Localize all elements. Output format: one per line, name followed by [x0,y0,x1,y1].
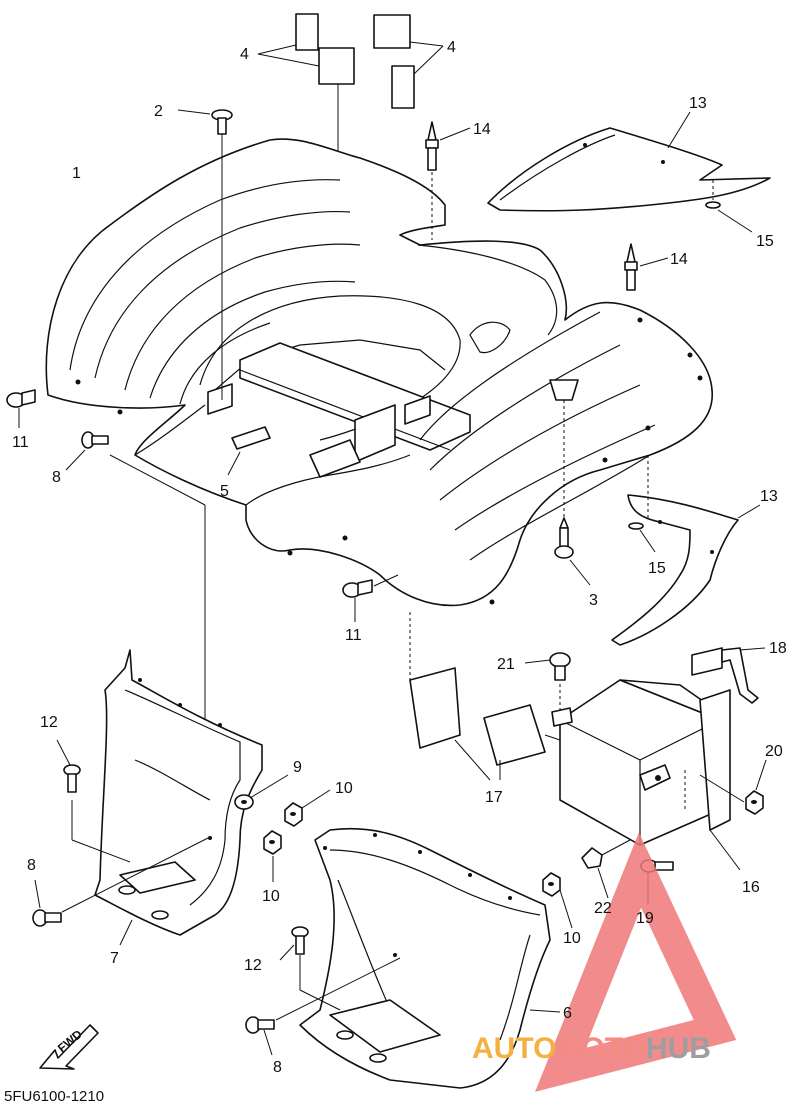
rivet-parts-14 [425,121,669,291]
callout-14a: 14 [473,121,491,138]
pad-parts-17 [409,612,561,781]
bracket-part-18 [691,647,766,704]
callout-5: 5 [220,483,229,500]
box-part-16 [551,679,741,871]
callout-11b: 11 [345,627,362,644]
callout-6: 6 [563,1005,572,1022]
callout-15b: 15 [648,560,666,577]
side-panel-part-6 [299,827,561,1089]
callout-11a: 11 [12,434,29,451]
clip-part-21 [524,652,571,712]
callout-8c: 8 [273,1059,282,1076]
callout-7: 7 [110,950,119,967]
callout-4b: 4 [447,39,456,56]
washer-nut-parts [234,774,573,929]
callout-18: 18 [769,640,787,657]
callout-17: 17 [485,789,503,806]
callout-3: 3 [589,592,598,609]
bolt-part-12-right [279,926,341,1011]
callout-16: 16 [742,879,760,896]
mud-flap-parts-13 [487,111,771,646]
side-panel-part-7 [94,649,263,946]
bolt-part-8-lower [245,957,401,1056]
callout-labels: 1 2 3 4 4 5 6 7 8 8 8 9 10 10 10 11 11 1… [12,39,787,1076]
fwd-arrow [39,1024,99,1070]
rear-fender-part-1 [45,138,713,607]
callout-12a: 12 [40,714,58,731]
watermark-text: AUTOMOTOHUB [472,1032,711,1065]
callout-4a: 4 [240,46,249,63]
callout-13a: 13 [689,95,707,112]
callout-1: 1 [72,165,81,182]
clip-parts-11 [6,389,399,622]
diagram-code: 5FU6100-1210 [4,1088,104,1105]
bolt-part-12-left [56,739,131,863]
callout-20: 20 [765,743,783,760]
callout-10a: 10 [335,780,353,797]
watermark-auto: AUTO [472,1032,556,1065]
bolt-part-2 [177,109,233,400]
watermark-logo [535,832,737,1092]
screw-part-3 [549,379,591,586]
bolt-part-8-upper [65,431,206,760]
watermark-hub: HUB [646,1032,711,1065]
callout-22: 22 [594,900,612,917]
callout-14b: 14 [670,251,688,268]
callout-8b: 8 [27,857,36,874]
pad-part-5 [231,426,271,450]
callout-13b: 13 [760,488,778,505]
callout-12b: 12 [244,957,262,974]
callout-10c: 10 [563,930,581,947]
watermark-moto: MOTO [556,1032,645,1065]
callout-10b: 10 [262,888,280,905]
callout-8a: 8 [52,469,61,486]
pad-parts-4 [257,13,444,380]
callout-21: 21 [497,656,515,673]
callout-15a: 15 [756,233,774,250]
clip-part-22 [581,839,631,899]
nut-part-20 [699,759,767,815]
callout-19: 19 [636,910,654,927]
callout-9: 9 [293,759,302,776]
bolt-part-8-left [32,837,209,927]
callout-2: 2 [154,103,163,120]
